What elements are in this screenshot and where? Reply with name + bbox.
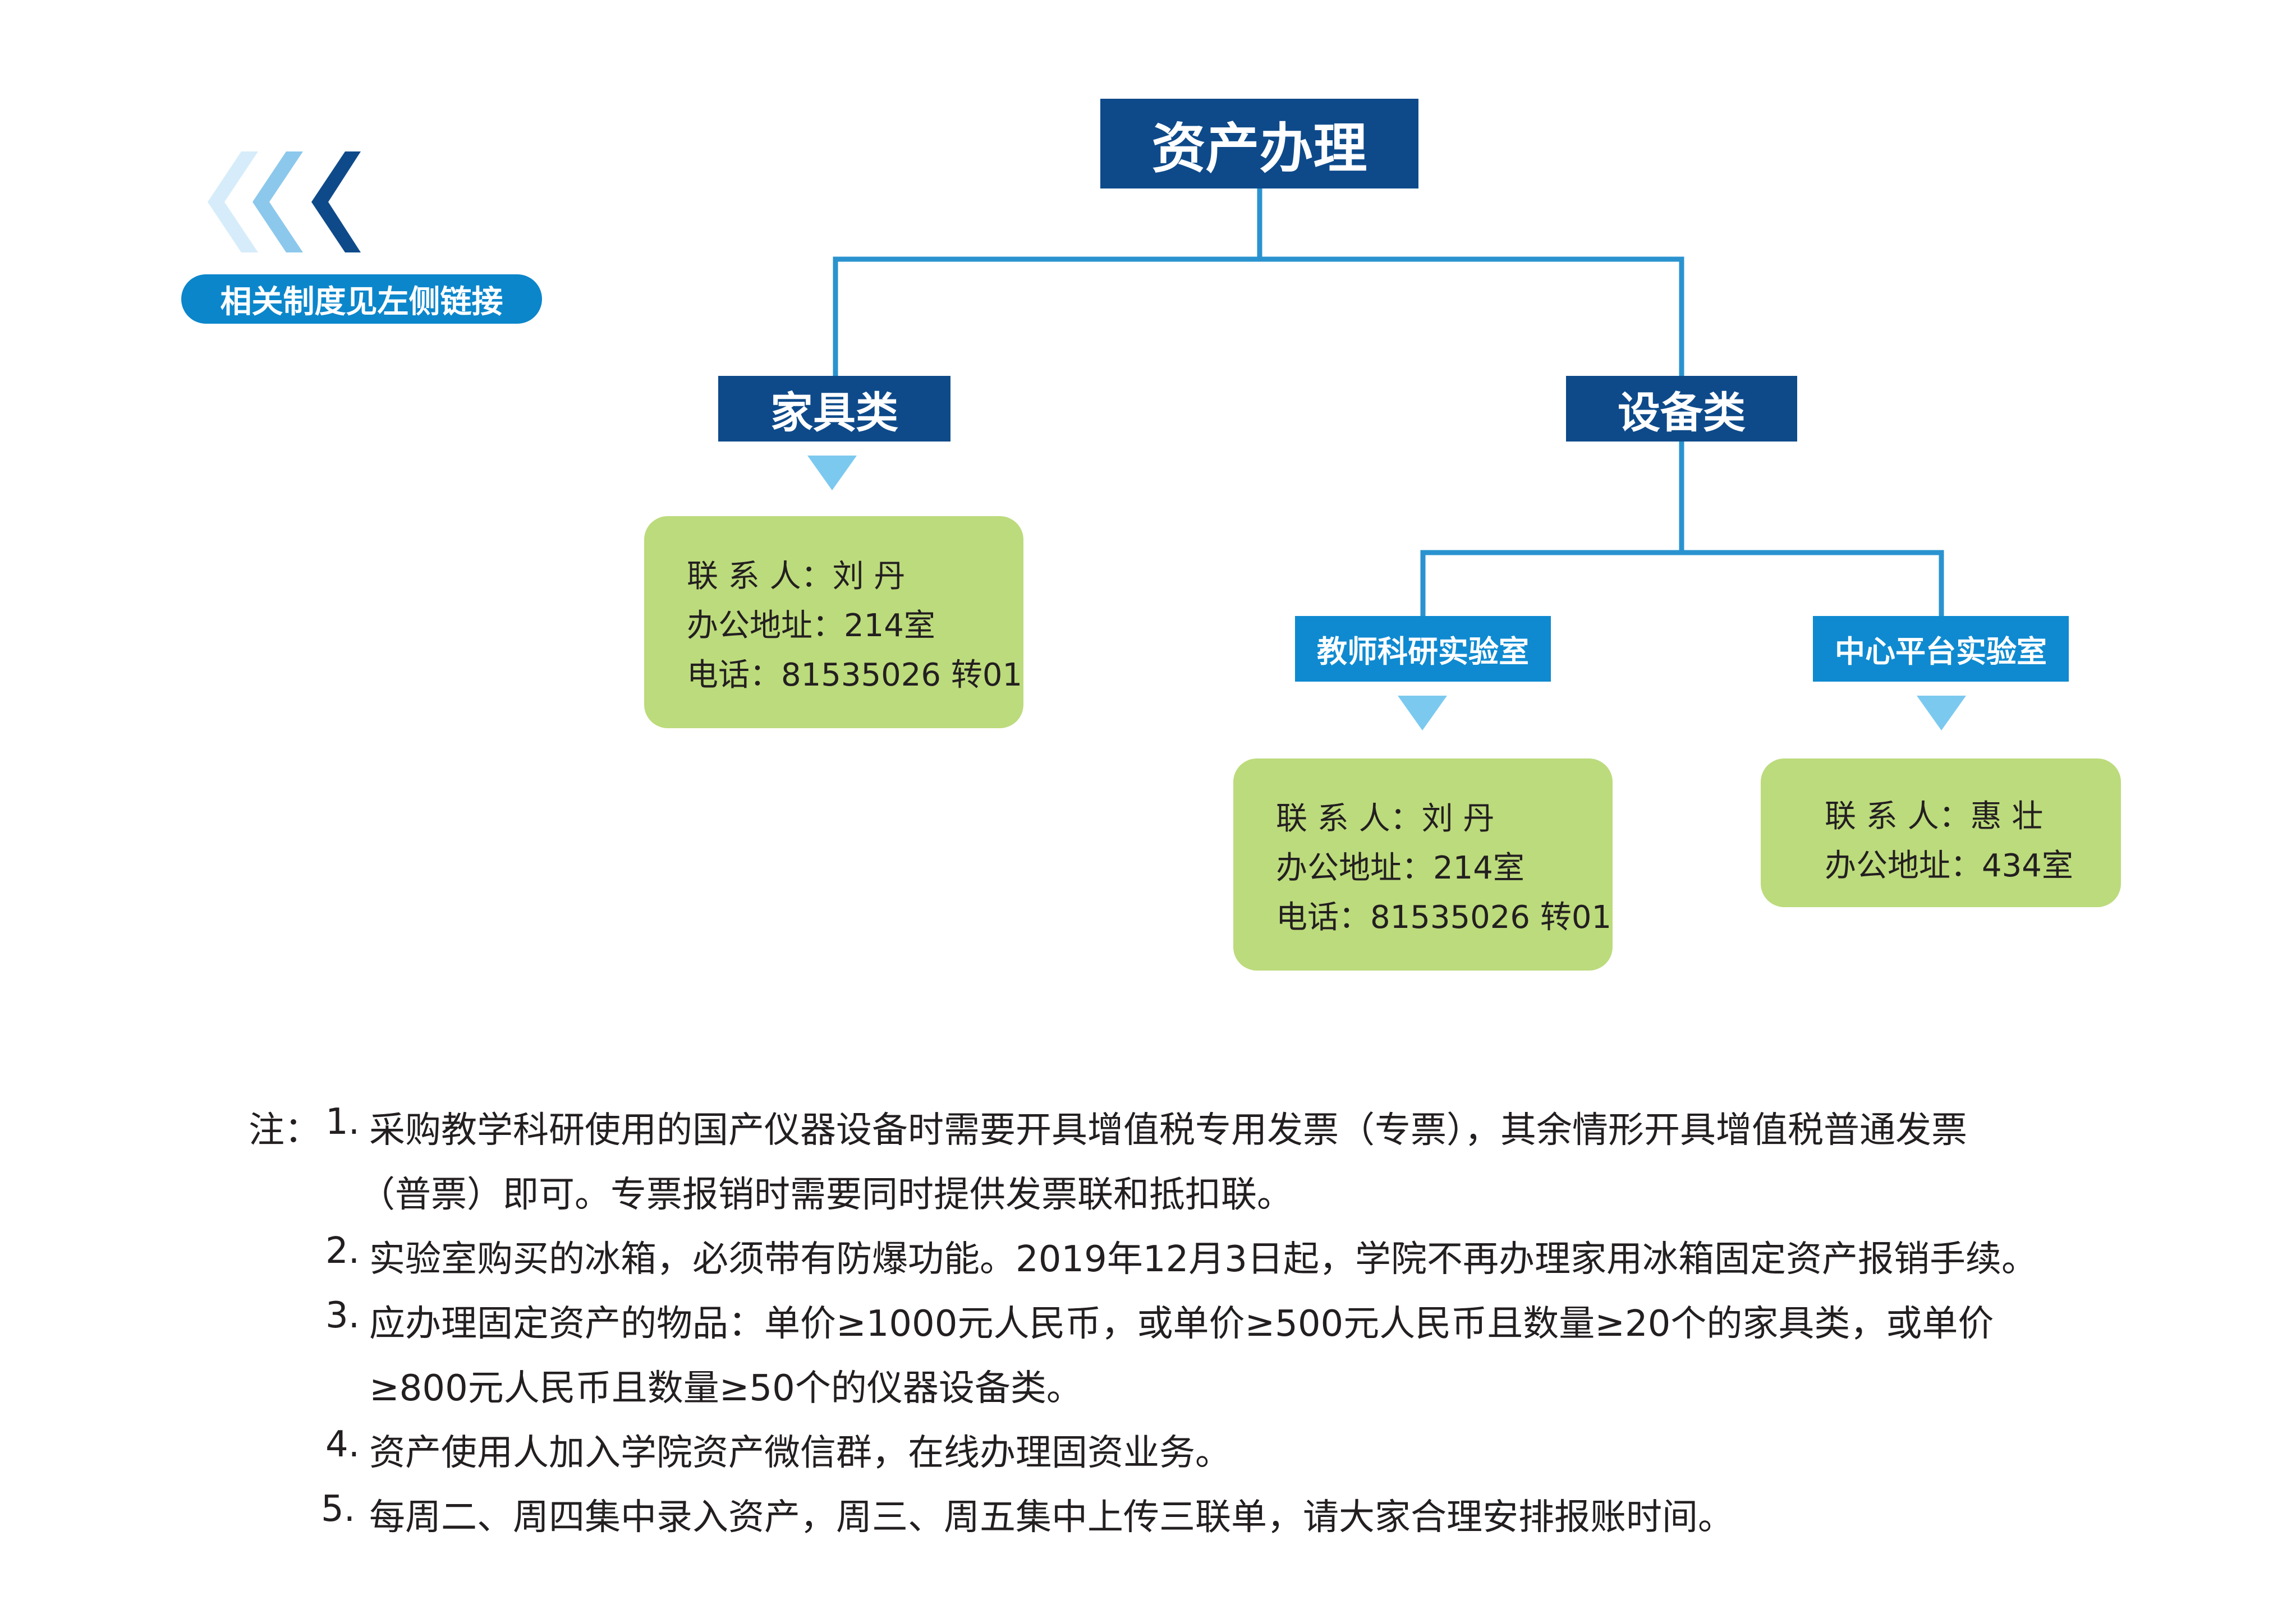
note-3-text-cont: ≥800元人民币且数量≥50个的仪器设备类。 (369, 1368, 1082, 1409)
center-lab-contact-card: 联 系 人：惠 壮 办公地址：434室 (1761, 758, 2121, 907)
contact-name: 惠 壮 (1970, 798, 2044, 835)
office-value: 214室 (844, 608, 935, 644)
center-lab-down-arrow-icon (1917, 696, 1966, 730)
contact-label: 联 系 人： (1276, 801, 1422, 837)
office-row: 办公地址：214室 (687, 600, 935, 646)
root-node: 资产办理 (1100, 99, 1418, 188)
note-3-text: 应办理固定资产的物品：单价≥1000元人民币，或单价≥500元人民币且数量≥20… (369, 1303, 1994, 1345)
office-row: 办公地址：214室 (1276, 843, 1524, 888)
contact-row: 联 系 人：刘 丹 (1276, 793, 1494, 839)
related-rules-label: 相关制度见左侧链接 (220, 283, 503, 320)
phone-value: 81535026 转01 (1370, 899, 1612, 936)
note-1-text: 采购教学科研使用的国产仪器设备时需要开具增值税专用发票（专票），其余情形开具增值… (369, 1110, 1967, 1151)
office-label: 办公地址： (687, 608, 844, 644)
contact-row: 联 系 人：刘 丹 (687, 551, 905, 596)
teaching-lab-down-arrow-icon (1398, 696, 1447, 730)
note-5-text: 每周二、周四集中录入资产，周三、周五集中上传三联单，请大家合理安排报账时间。 (369, 1497, 1734, 1538)
notes-prefix: 注： (249, 1110, 320, 1151)
note-4-text: 资产使用人加入学院资产微信群，在线办理固资业务。 (369, 1432, 1231, 1474)
office-row: 办公地址：434室 (1825, 840, 2073, 886)
furniture-node: 家具类 (718, 376, 950, 442)
phone-label: 电话： (687, 657, 781, 693)
contact-label: 联 系 人： (687, 558, 833, 595)
note-1-text-cont: （普票）即可。专票报销时需要同时提供发票联和抵扣联。 (359, 1174, 1293, 1216)
teaching-lab-contact-card: 联 系 人：刘 丹 办公地址：214室 电话：81535026 转01 (1233, 758, 1613, 971)
phone-row: 电话：81535026 转01 (687, 650, 1022, 695)
related-rules-link[interactable]: 相关制度见左侧链接 (181, 274, 542, 324)
note-2-number: 2. (325, 1230, 360, 1272)
center-lab-node: 中心平台实验室 (1813, 616, 2069, 682)
note-5-number: 5. (321, 1488, 356, 1530)
office-label: 办公地址： (1276, 850, 1433, 886)
teaching-lab-node: 教师科研实验室 (1295, 616, 1551, 682)
triple-chevron-left-icon[interactable] (182, 149, 362, 255)
phone-row: 电话：81535026 转01 (1276, 892, 1611, 937)
equipment-node: 设备类 (1566, 376, 1797, 442)
phone-value: 81535026 转01 (781, 657, 1023, 693)
furniture-label: 家具类 (770, 387, 898, 438)
contact-row: 联 系 人：惠 壮 (1825, 791, 2043, 836)
contact-label: 联 系 人： (1825, 798, 1971, 835)
note-4-number: 4. (325, 1424, 360, 1465)
phone-label: 电话： (1276, 899, 1370, 936)
contact-name: 刘 丹 (1421, 801, 1495, 837)
office-value: 434室 (1982, 848, 2073, 884)
note-1-number: 1. (325, 1101, 360, 1143)
center-lab-label: 中心平台实验室 (1835, 634, 2047, 669)
note-2-text: 实验室购买的冰箱，必须带有防爆功能。2019年12月3日起，学院不再办理家用冰箱… (369, 1239, 2038, 1280)
office-label: 办公地址： (1825, 848, 1982, 884)
contact-name: 刘 丹 (832, 558, 906, 595)
furniture-down-arrow-icon (807, 456, 857, 490)
note-3-number: 3. (325, 1295, 360, 1336)
office-value: 214室 (1433, 850, 1524, 886)
teaching-lab-label: 教师科研实验室 (1317, 634, 1529, 669)
equipment-label: 设备类 (1618, 387, 1746, 438)
furniture-contact-card: 联 系 人：刘 丹 办公地址：214室 电话：81535026 转01 (644, 516, 1023, 728)
root-label: 资产办理 (1151, 117, 1367, 180)
